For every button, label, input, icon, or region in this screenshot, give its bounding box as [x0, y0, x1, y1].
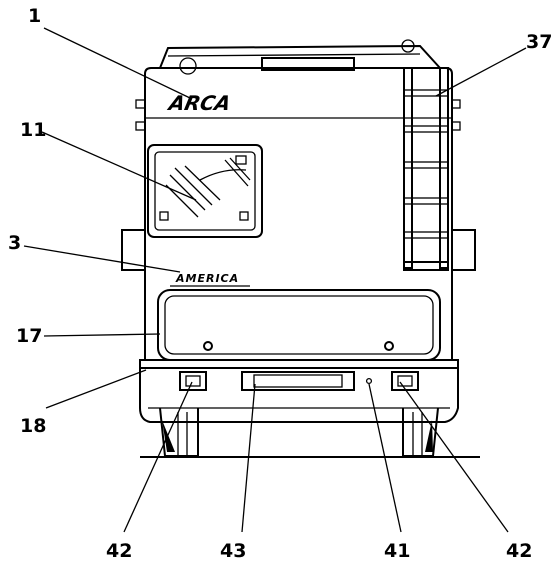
callout-11: 11 — [20, 119, 46, 141]
callout-1: 1 — [28, 5, 41, 27]
ladder — [403, 67, 449, 271]
callout-42-left: 42 — [106, 540, 132, 562]
callout-42-right: 42 — [506, 540, 532, 562]
side-lights — [121, 229, 476, 271]
brand-logo: ARCA — [165, 91, 233, 115]
callout-37: 37 — [526, 31, 552, 53]
rear-locker-door — [157, 289, 441, 361]
rear-window — [147, 144, 263, 238]
brand-logo-text: ARCA — [165, 91, 233, 115]
callout-43: 43 — [220, 540, 246, 562]
callout-labels: 1 37 11 3 17 18 42 43 41 42 — [8, 5, 552, 562]
callout-17: 17 — [16, 325, 42, 347]
model-badge: AMERICA — [170, 272, 250, 287]
leader-lines — [23, 27, 527, 533]
wheels — [159, 407, 439, 457]
roof-equipment — [159, 39, 441, 75]
callout-3: 3 — [8, 232, 21, 254]
model-badge-text: AMERICA — [175, 272, 239, 285]
callout-18: 18 — [20, 415, 46, 437]
callout-41: 41 — [384, 540, 410, 562]
